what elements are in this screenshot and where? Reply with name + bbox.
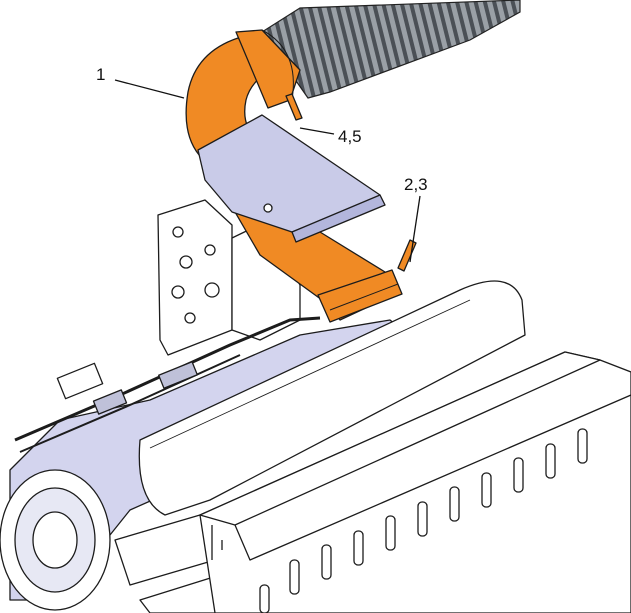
leader-lines [114, 79, 421, 263]
callout-4-5: 4,5 [338, 127, 362, 146]
heat-shield [197, 114, 386, 243]
callout-2-3: 2,3 [404, 175, 428, 194]
engine-body [0, 199, 526, 613]
leader-line-23 [409, 195, 421, 263]
frame-rail [199, 351, 631, 613]
corrugated-hose [261, 0, 521, 99]
callout-1: 1 [96, 65, 105, 84]
leader-line-45 [299, 127, 335, 135]
leader-line-1 [114, 79, 185, 99]
